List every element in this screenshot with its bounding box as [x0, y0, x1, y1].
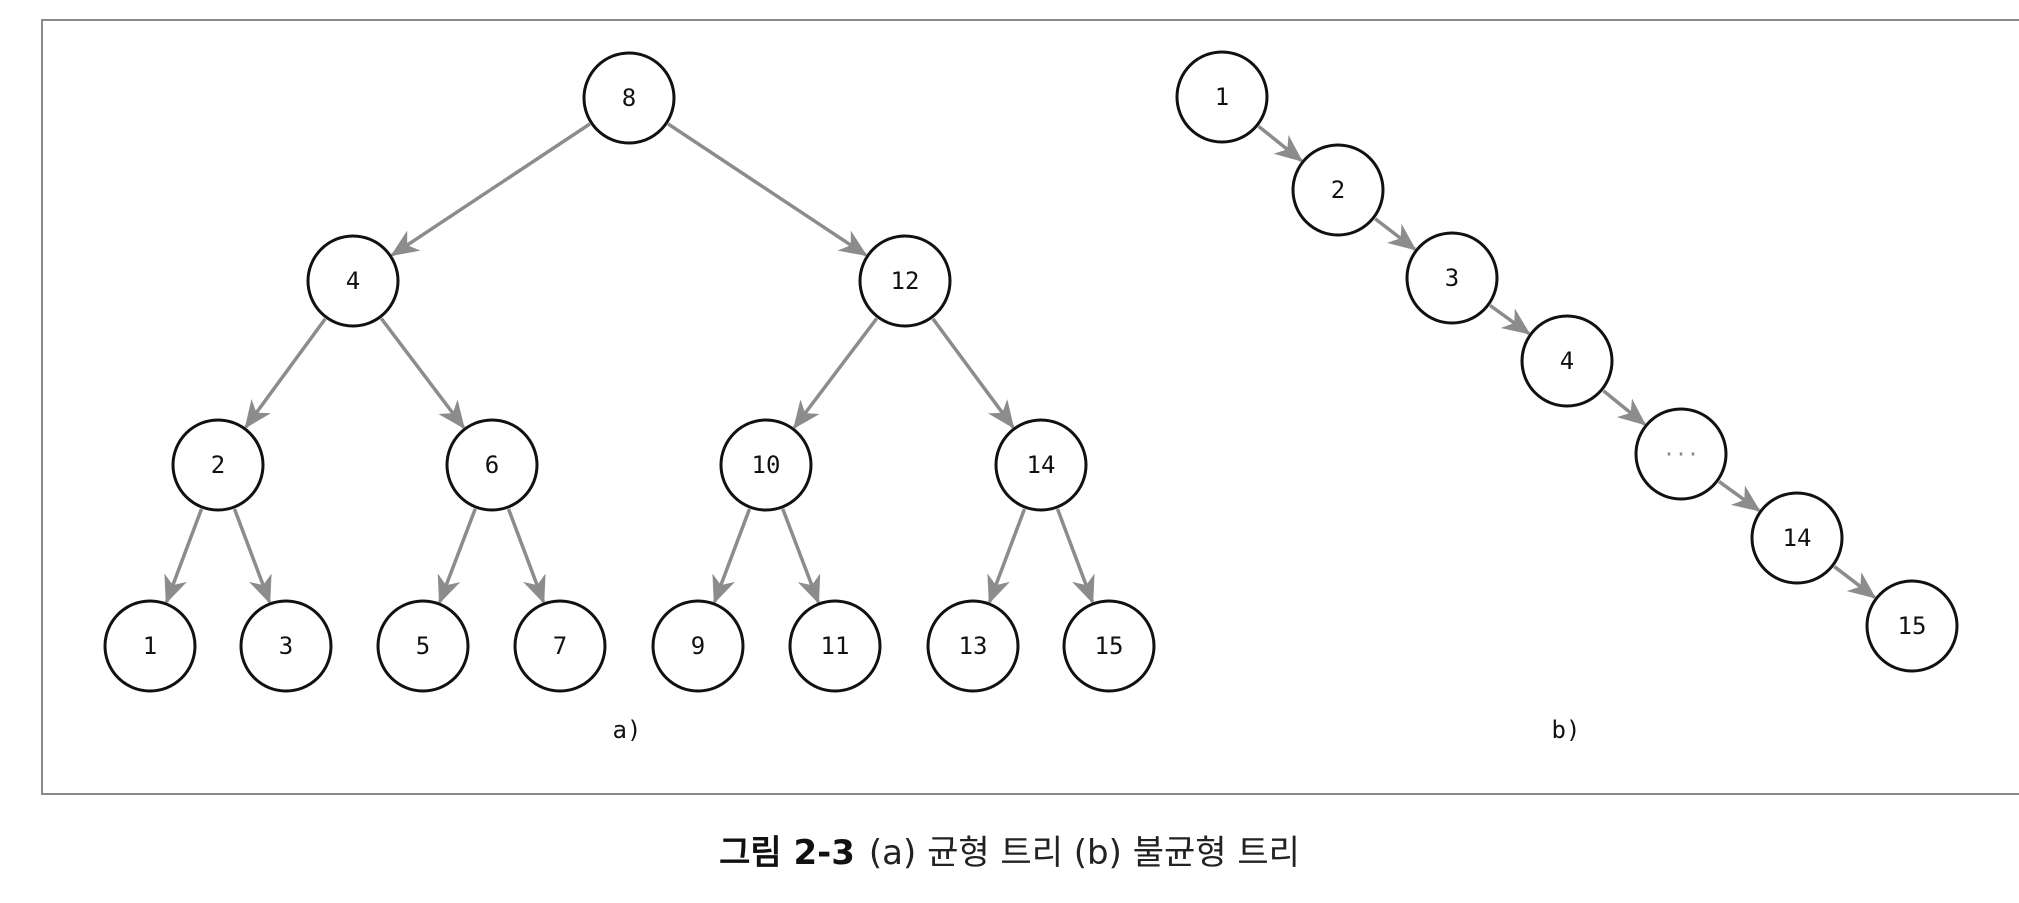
unbalanced-node-bdots: ···: [1634, 407, 1728, 501]
balanced-edge-10-11: [781, 508, 821, 604]
caption-number: 그림 2-3: [719, 833, 855, 873]
balanced-edge-12-14: [931, 317, 1015, 429]
balanced-node-circle: [788, 599, 882, 693]
balanced-node-circle: [994, 418, 1088, 512]
unbalanced-node-b15: 15: [1865, 579, 1959, 673]
unbalanced-node-circle: [1750, 491, 1844, 585]
balanced-node-label: 6: [485, 451, 499, 479]
unbalanced-node-b3: 3: [1405, 231, 1499, 325]
balanced-node-circle: [582, 51, 676, 145]
balanced-node-circle: [306, 234, 400, 328]
caption-text: (a) 균형 트리 (b) 불균형 트리: [868, 833, 1300, 873]
unbalanced-node-circle: [1175, 50, 1269, 144]
unbalanced-node-label: 3: [1445, 264, 1459, 292]
balanced-edge-4-6: [379, 317, 466, 430]
unbalanced-node-b2: 2: [1291, 143, 1385, 237]
balanced-node-circle: [171, 418, 265, 512]
balanced-node-label: 10: [752, 451, 781, 479]
unbalanced-node-label: 4: [1560, 347, 1574, 375]
unbalanced-node-label: 14: [1783, 524, 1812, 552]
balanced-tree-edges: [164, 122, 1095, 604]
unbalanced-node-circle: [1865, 579, 1959, 673]
panel-b-label: b): [1552, 716, 1581, 744]
balanced-node-label: 8: [622, 84, 636, 112]
balanced-node-label: 2: [211, 451, 225, 479]
unbalanced-node-circle: [1405, 231, 1499, 325]
balanced-node-4: 4: [306, 234, 400, 328]
balanced-node-7: 7: [513, 599, 607, 693]
balanced-node-circle: [103, 599, 197, 693]
balanced-node-label: 14: [1027, 451, 1056, 479]
unbalanced-edge-b2-b3: [1374, 217, 1417, 251]
balanced-node-12: 12: [858, 234, 952, 328]
balanced-node-15: 15: [1062, 599, 1156, 693]
figure-frame: [41, 19, 2019, 795]
balanced-node-circle: [445, 418, 539, 512]
balanced-edge-4-2: [244, 317, 327, 429]
balanced-node-5: 5: [376, 599, 470, 693]
balanced-node-10: 10: [719, 418, 813, 512]
balanced-node-14: 14: [994, 418, 1088, 512]
unbalanced-node-b14: 14: [1750, 491, 1844, 585]
balanced-edge-6-5: [437, 508, 477, 604]
balanced-node-1: 1: [103, 599, 197, 693]
balanced-node-label: 12: [891, 267, 920, 295]
balanced-node-label: 3: [279, 632, 293, 660]
balanced-edge-12-10: [792, 317, 879, 430]
balanced-edge-2-3: [232, 508, 272, 604]
balanced-node-label: 1: [143, 632, 157, 660]
balanced-node-circle: [1062, 599, 1156, 693]
unbalanced-tree-panel: 1 2 3 4 ··· 14 15 b): [1175, 50, 1959, 744]
balanced-node-13: 13: [926, 599, 1020, 693]
balanced-edge-14-13: [987, 508, 1027, 604]
unbalanced-edge-b3-b4: [1489, 304, 1531, 335]
balanced-node-label: 13: [959, 632, 988, 660]
panel-a-label: a): [613, 716, 642, 744]
balanced-edge-8-12: [667, 122, 868, 257]
unbalanced-node-circle: [1291, 143, 1385, 237]
balanced-node-3: 3: [239, 599, 333, 693]
balanced-node-circle: [719, 418, 813, 512]
balanced-node-circle: [239, 599, 333, 693]
balanced-node-9: 9: [651, 599, 745, 693]
unbalanced-node-label: 15: [1898, 612, 1927, 640]
unbalanced-node-label: 1: [1215, 83, 1229, 111]
balanced-edge-14-15: [1055, 508, 1095, 604]
unbalanced-edge-b14-b15: [1833, 565, 1877, 599]
unbalanced-edge-b4-bdots: [1602, 389, 1647, 426]
balanced-node-circle: [926, 599, 1020, 693]
unbalanced-node-circle: [1520, 314, 1614, 408]
balanced-node-label: 9: [691, 632, 705, 660]
balanced-edge-8-4: [390, 122, 591, 257]
figure-caption: 그림 2-3 (a) 균형 트리 (b) 불균형 트리: [0, 836, 2019, 870]
balanced-node-circle: [376, 599, 470, 693]
unbalanced-tree-edges: [1257, 125, 1877, 599]
balanced-node-8: 8: [582, 51, 676, 145]
balanced-node-label: 7: [553, 632, 567, 660]
balanced-node-label: 5: [416, 632, 430, 660]
unbalanced-node-label: 2: [1331, 176, 1345, 204]
balanced-node-circle: [513, 599, 607, 693]
balanced-node-label: 15: [1095, 632, 1124, 660]
balanced-edge-10-9: [712, 508, 752, 604]
balanced-node-2: 2: [171, 418, 265, 512]
unbalanced-node-b1: 1: [1175, 50, 1269, 144]
balanced-node-circle: [858, 234, 952, 328]
balanced-node-label: 4: [346, 267, 360, 295]
unbalanced-node-label: ···: [1663, 442, 1699, 466]
balanced-node-label: 11: [821, 632, 850, 660]
unbalanced-node-b4: 4: [1520, 314, 1614, 408]
balanced-edge-6-7: [506, 508, 546, 604]
unbalanced-tree-nodes: 1 2 3 4 ··· 14 15: [1175, 50, 1959, 673]
unbalanced-edge-bdots-b14: [1718, 480, 1761, 512]
unbalanced-edge-b1-b2: [1257, 125, 1303, 162]
balanced-node-6: 6: [445, 418, 539, 512]
balanced-node-circle: [651, 599, 745, 693]
balanced-node-11: 11: [788, 599, 882, 693]
balanced-edge-2-1: [164, 508, 204, 604]
unbalanced-node-circle: [1634, 407, 1728, 501]
